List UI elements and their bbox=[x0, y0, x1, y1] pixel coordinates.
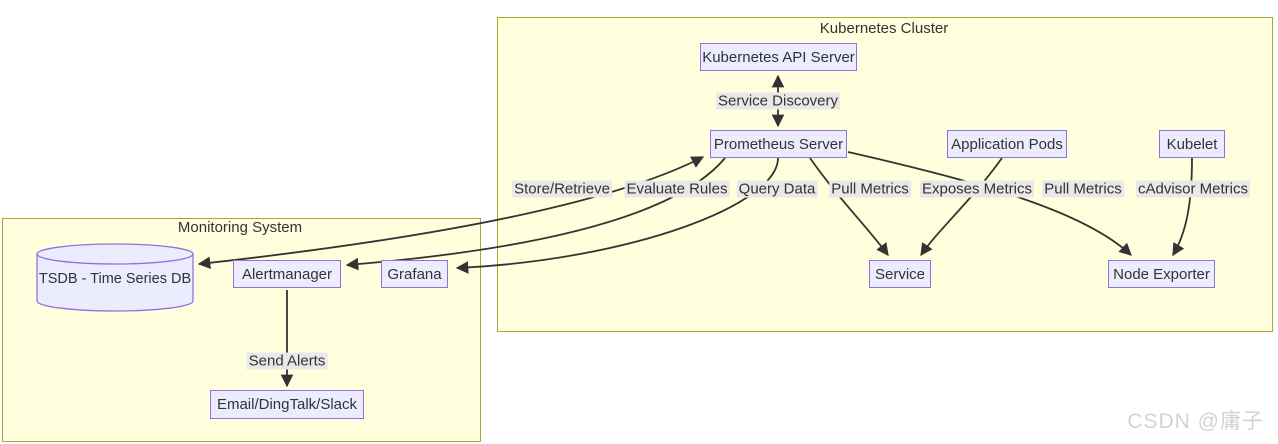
edge-pull-metrics-node bbox=[847, 151, 1132, 256]
edge-cadvisor-metrics bbox=[1172, 157, 1193, 257]
cluster-monitoring-title: Monitoring System bbox=[177, 219, 303, 236]
edge-label-store-retrieve: Store/Retrieve bbox=[512, 180, 612, 198]
edge-label-pull-metrics-node: Pull Metrics bbox=[1042, 180, 1124, 198]
edge-pull-metrics-service bbox=[809, 157, 889, 257]
node-application-pods: Application Pods bbox=[947, 130, 1067, 158]
edge-label-pull-metrics-service: Pull Metrics bbox=[829, 180, 911, 198]
watermark: CSDN @庸子 bbox=[1127, 410, 1264, 433]
node-tsdb-cylinder bbox=[36, 243, 194, 312]
edge-exposes-metrics bbox=[920, 157, 1003, 257]
edge-label-query-data: Query Data bbox=[736, 180, 818, 198]
edge-label-service-discovery: Service Discovery bbox=[715, 92, 841, 110]
node-prometheus-server: Prometheus Server bbox=[710, 130, 847, 158]
cluster-kubernetes-title: Kubernetes Cluster bbox=[819, 20, 949, 37]
node-service: Service bbox=[869, 260, 931, 288]
edge-label-evaluate-rules: Evaluate Rules bbox=[624, 180, 730, 198]
node-tsdb-label: TSDB - Time Series DB bbox=[38, 271, 192, 287]
edge-evaluate-rules bbox=[345, 157, 726, 271]
edge-label-cadvisor-metrics: cAdvisor Metrics bbox=[1135, 180, 1251, 198]
edge-query-data bbox=[455, 157, 779, 274]
node-email-dingtalk-slack: Email/DingTalk/Slack bbox=[210, 390, 364, 419]
node-grafana: Grafana bbox=[381, 260, 448, 288]
edge-label-send-alerts: Send Alerts bbox=[246, 352, 328, 370]
node-node-exporter: Node Exporter bbox=[1108, 260, 1215, 288]
edge-label-exposes-metrics: Exposes Metrics bbox=[919, 180, 1035, 198]
edge-store-retrieve bbox=[197, 156, 705, 270]
node-kubelet: Kubelet bbox=[1159, 130, 1225, 158]
node-alertmanager: Alertmanager bbox=[233, 260, 341, 288]
node-kubernetes-api-server: Kubernetes API Server bbox=[700, 43, 857, 71]
